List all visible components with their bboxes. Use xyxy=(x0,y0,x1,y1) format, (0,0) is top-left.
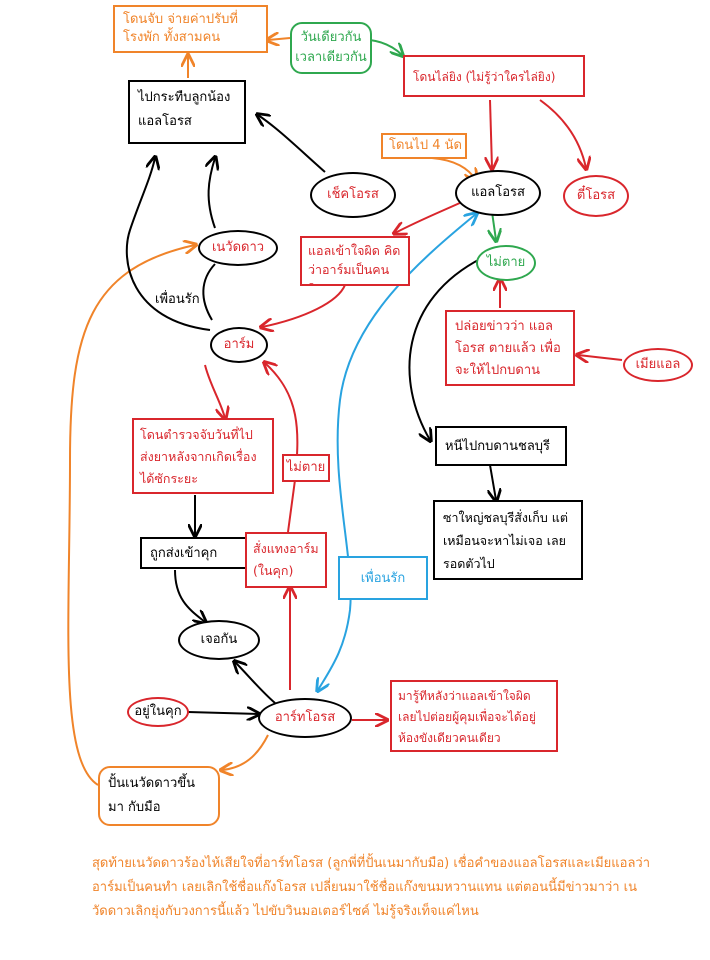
arrow-hide-to-boss xyxy=(490,464,496,500)
node-el-wife: เมียแอล xyxy=(623,348,693,382)
arrow-newat-to-attack xyxy=(209,158,215,229)
node-not-dead: ไม่ตาย xyxy=(476,245,536,281)
node-chonburi-boss: ซาใหญ่ชลบุรีสั่งเก็บ แต่เหมือนจะหาไม่เจอ… xyxy=(433,500,583,580)
node-chek-oros: เช็คโอรส xyxy=(310,172,396,218)
node-mentored: ปั้นเนวัดดาวขึ้นมา กับมือ xyxy=(98,766,220,826)
node-hide-chonburi: หนีไปกบดานชลบุรี xyxy=(435,426,567,466)
arrow-art-to-mentored xyxy=(222,734,269,770)
node-newat-dao: เนวัดดาว xyxy=(198,230,278,266)
arrow-el-to-not-dead xyxy=(492,211,496,240)
arrow-el-to-misunderstood xyxy=(395,201,463,233)
node-art-learned: มารู้ทีหลังว่าแอลเข้าใจผิด เลยไปต่อยผู้ค… xyxy=(390,680,558,752)
arrow-misunderstood-to-arm xyxy=(262,284,346,327)
node-attack-minion: ไปกระทืบลูกน้อง แอลโอรส xyxy=(128,80,246,144)
node-not-dead-2: ไม่ตาย xyxy=(282,454,330,482)
arrow-not-dead-to-hide xyxy=(408,257,483,440)
arrow-arm-to-police xyxy=(204,364,225,418)
node-order-stab: สั่งแทงอาร์ม (ในคุก) xyxy=(245,532,327,588)
arrow-mentored-to-newat xyxy=(67,245,195,786)
node-same-day: วันเดียวกัน เวลาเดียวกัน xyxy=(290,22,372,74)
node-chased: โดนไล่ยิง (ไม่รู้ว่าใครไล่ยิง) xyxy=(403,55,585,97)
arrow-jailed-to-met xyxy=(174,569,205,622)
arrow-wife-to-rumor xyxy=(578,355,623,360)
node-met: เจอกัน xyxy=(178,620,260,660)
node-ti-oros: ตี๋โอรส xyxy=(563,175,629,217)
node-police-caught: โดนตำรวจจับวันที่ไปส่งยาหลังจากเกิดเรื่อ… xyxy=(132,418,274,494)
node-friends: เพื่อนรัก xyxy=(155,292,200,307)
node-fined: โดนจับ จ่ายค่าปรับที่โรงพัก ทั้งสามคน xyxy=(113,5,268,53)
arrow-same-day-to-fined xyxy=(268,38,291,40)
node-jailed: ถูกส่งเข้าคุก xyxy=(140,537,250,569)
node-arm: อาร์ม xyxy=(210,327,268,363)
arrow-chek-to-attack xyxy=(258,115,326,173)
arrow-same-day-to-chased xyxy=(369,39,402,55)
node-shot-four: โดนไป 4 นัด xyxy=(381,133,467,159)
node-rumor: ปล่อยข่าวว่า แอลโอรส ตายแล้ว เพื่อจะให้ไ… xyxy=(445,310,575,386)
node-el-misunderstood: แอลเข้าใจผิด คิดว่าอาร์มเป็นคนยิง xyxy=(300,236,410,286)
arrow-in-jail-to-art xyxy=(187,712,258,714)
node-friends-2: เพื่อนรัก xyxy=(338,556,428,600)
footer-note: สุดท้ายเนวัดดาวร้องไห้เสียใจที่อาร์ทโอรส… xyxy=(92,856,651,919)
arrow-friends-to-attack xyxy=(125,158,211,331)
arrow-chased-to-el xyxy=(490,99,492,168)
arrow-chased-to-ti xyxy=(539,99,586,168)
node-art-oros: อาร์ทโอรส xyxy=(258,698,352,738)
node-el-oros: แอลโอรส xyxy=(455,170,541,216)
node-in-jail: อยู่ในคุก xyxy=(127,697,189,727)
arrow-art-to-met xyxy=(235,662,276,704)
friends-link-arm-newat xyxy=(202,263,216,321)
